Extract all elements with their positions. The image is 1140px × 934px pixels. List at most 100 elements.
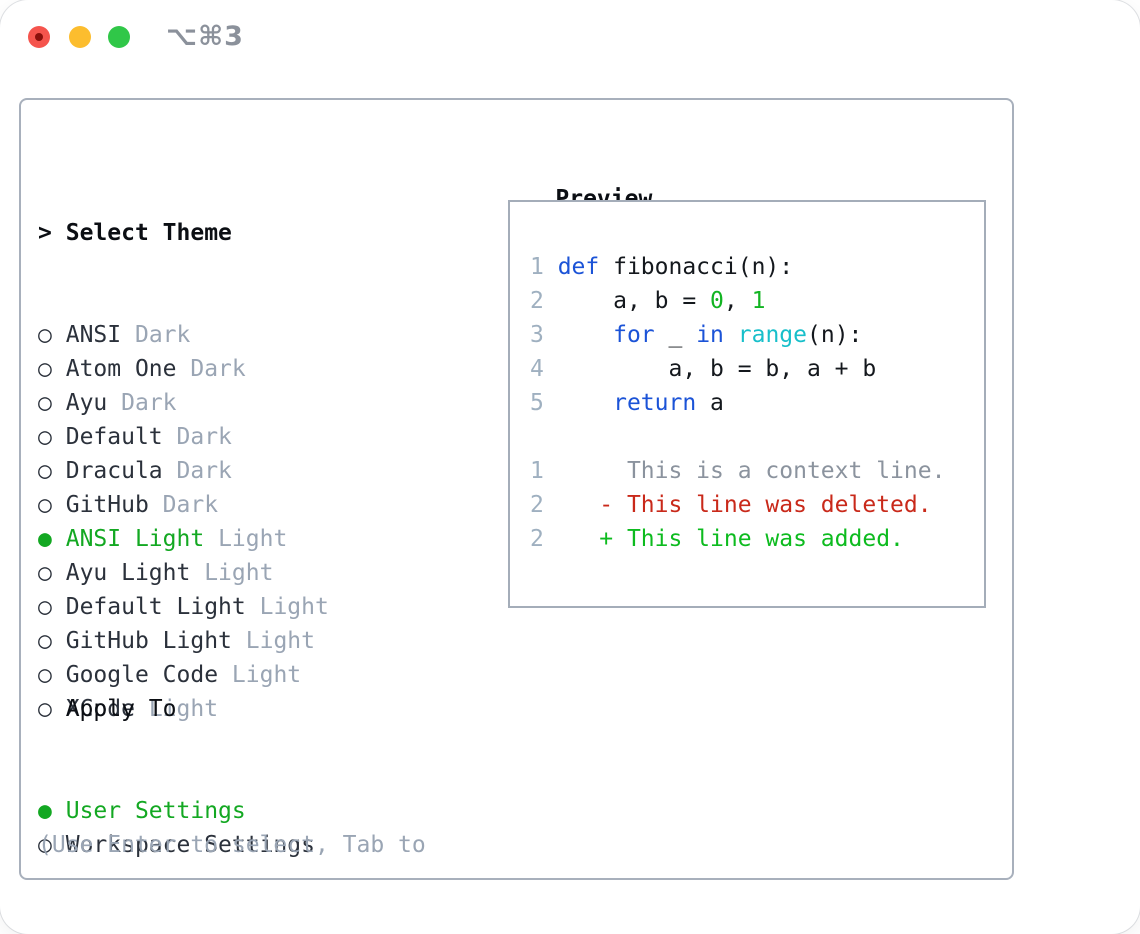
code-line-number: 3 [530,322,558,348]
theme-name: Dracula [65,458,163,484]
theme-variant-tag: Light [148,696,219,722]
diff-text: + This line was added. [557,526,904,552]
code-line-number: 4 [530,356,558,382]
theme-option[interactable]: ○ Ayu Dark [38,386,329,420]
apply-option-label: Workspace Settings [65,832,315,858]
traffic-light-zoom-icon[interactable] [108,26,130,48]
apply-to-header: Apply To [38,692,315,726]
theme-name: XCode [65,696,135,722]
code-token: 1 [751,288,766,314]
theme-variant-tag: Light [204,560,274,586]
theme-list-title: Select Theme [65,220,232,246]
radio-unselected-icon: ○ [38,662,52,688]
theme-option[interactable]: ● ANSI Light Light [38,522,329,556]
focus-caret-icon: > [38,220,52,246]
theme-variant-tag: Light [245,628,315,654]
diff-line-number: 1 [530,458,558,484]
code-token: , [723,288,752,314]
traffic-light-minimize-icon[interactable] [69,26,91,48]
hint-line: (Use Enter to select, Tab to [38,832,426,858]
radio-unselected-icon: ○ [38,390,52,416]
code-line: 4 a, b = b, a + b [530,352,876,386]
apply-option[interactable]: ● User Settings [38,794,315,828]
code-token: _ [654,322,697,348]
theme-option[interactable]: ○ GitHub Light Light [38,624,329,658]
theme-variant-tag: Light [231,662,302,688]
radio-unselected-icon: ○ [38,628,52,654]
code-line: 5 return a [530,386,876,420]
diff-text: - This line was deleted. [557,492,932,518]
code-line-number: 5 [530,390,558,416]
theme-option[interactable]: ○ Atom One Dark [38,352,329,386]
code-line: 1 def fibonacci(n): [530,250,876,284]
code-line-number: 1 [530,254,558,280]
apply-option-label: User Settings [65,798,246,824]
apply-to-list: ● User Settings○ Workspace Settings [38,794,315,862]
theme-name: GitHub [65,492,149,518]
theme-name: ANSI [65,322,122,348]
theme-option[interactable]: ○ ANSI Dark [38,318,329,352]
radio-unselected-icon: ○ [38,356,52,382]
theme-variant-tag: Dark [121,390,177,416]
theme-variant-tag: Dark [190,356,246,382]
diff-line-added: 2 + This line was added. [530,522,945,556]
radio-unselected-icon: ○ [38,458,52,484]
code-token [724,322,738,348]
theme-variant-tag: Light [259,594,329,620]
code-token: 0 [710,288,724,314]
code-token: range [737,322,807,348]
diff-line-context: 1 This is a context line. [530,454,945,488]
radio-unselected-icon: ○ [38,560,52,586]
radio-unselected-icon: ○ [38,492,52,518]
theme-list-header: > Select Theme [38,216,329,250]
code-token: a, b = [557,288,711,314]
code-token: def [557,254,600,280]
theme-option[interactable]: ○ Default Dark [38,420,329,454]
diff-preview: 1 This is a context line.2 - This line w… [530,454,945,556]
radio-unselected-icon: ○ [38,322,52,348]
radio-unselected-icon: ○ [38,696,52,722]
theme-option[interactable]: ○ GitHub Dark [38,488,329,522]
code-token: for [613,322,655,348]
window-title-shortcut: ⌥⌘3 [166,21,244,52]
hint-line: change focus) [38,930,426,934]
diff-text: This is a context line. [557,458,946,484]
code-token [558,322,613,348]
radio-unselected-icon: ○ [38,832,52,858]
theme-option[interactable]: ○ Dracula Dark [38,454,329,488]
theme-name: Ayu Light [65,560,191,586]
theme-variant-tag: Light [218,526,288,552]
apply-option[interactable]: ○ Workspace Settings [38,828,315,862]
apply-to-title: Apply To [65,696,177,722]
code-token: a [696,390,724,416]
diff-line-deleted: 2 - This line was deleted. [530,488,945,522]
hint-text: (Use Enter to select, Tab to change focu… [38,760,426,934]
theme-name: Default [65,424,163,450]
code-line: 3 for _ in range(n): [530,318,876,352]
theme-name: Atom One [65,356,177,382]
traffic-light-close-icon[interactable] [28,26,50,48]
diff-line-number: 2 [530,526,558,552]
theme-option[interactable]: ○ Ayu Light Light [38,556,329,590]
radio-unselected-icon: ○ [38,424,52,450]
theme-name: Ayu [65,390,108,416]
theme-list: ○ ANSI Dark○ Atom One Dark○ Ayu Dark○ De… [38,318,329,726]
code-token: fibonacci(n): [599,254,794,280]
radio-unselected-icon: ○ [38,594,52,620]
theme-option[interactable]: ○ Google Code Light [38,658,329,692]
theme-variant-tag: Dark [134,322,191,348]
theme-variant-tag: Dark [176,458,232,484]
code-token: return [613,390,697,416]
theme-option[interactable]: ○ XCode Light [38,692,329,726]
titlebar: ⌥⌘3 [0,0,1140,98]
radio-selected-icon: ● [38,526,52,552]
diff-line-number: 2 [530,492,558,518]
theme-option[interactable]: ○ Default Light Light [38,590,329,624]
code-token [558,390,613,416]
code-token: a, b = b, a + b [557,356,877,382]
preview-box [508,200,986,608]
theme-name: ANSI Light [65,526,205,552]
theme-list-section: > Select Theme ○ ANSI Dark○ Atom One Dar… [38,148,329,794]
